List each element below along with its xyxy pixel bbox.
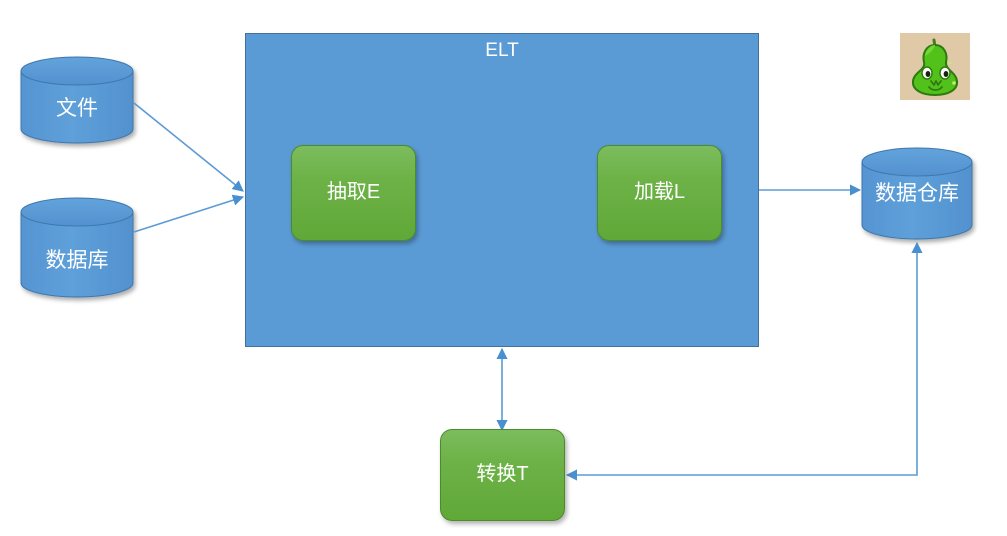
target-cylinder-warehouse[interactable] — [861, 147, 973, 240]
connector-file-to-elt — [133, 102, 244, 192]
process-box-transform[interactable] — [440, 429, 565, 521]
source-cylinder-database[interactable] — [20, 197, 134, 298]
source-cylinder-file[interactable] — [20, 56, 134, 144]
process-box-load[interactable] — [597, 145, 722, 241]
process-box-extract[interactable] — [291, 145, 416, 241]
connector-warehouse-to-transform — [565, 241, 923, 481]
connector-database-to-elt — [133, 194, 245, 233]
elt-container-title: ELT — [485, 40, 519, 61]
pear-icon — [900, 33, 970, 100]
